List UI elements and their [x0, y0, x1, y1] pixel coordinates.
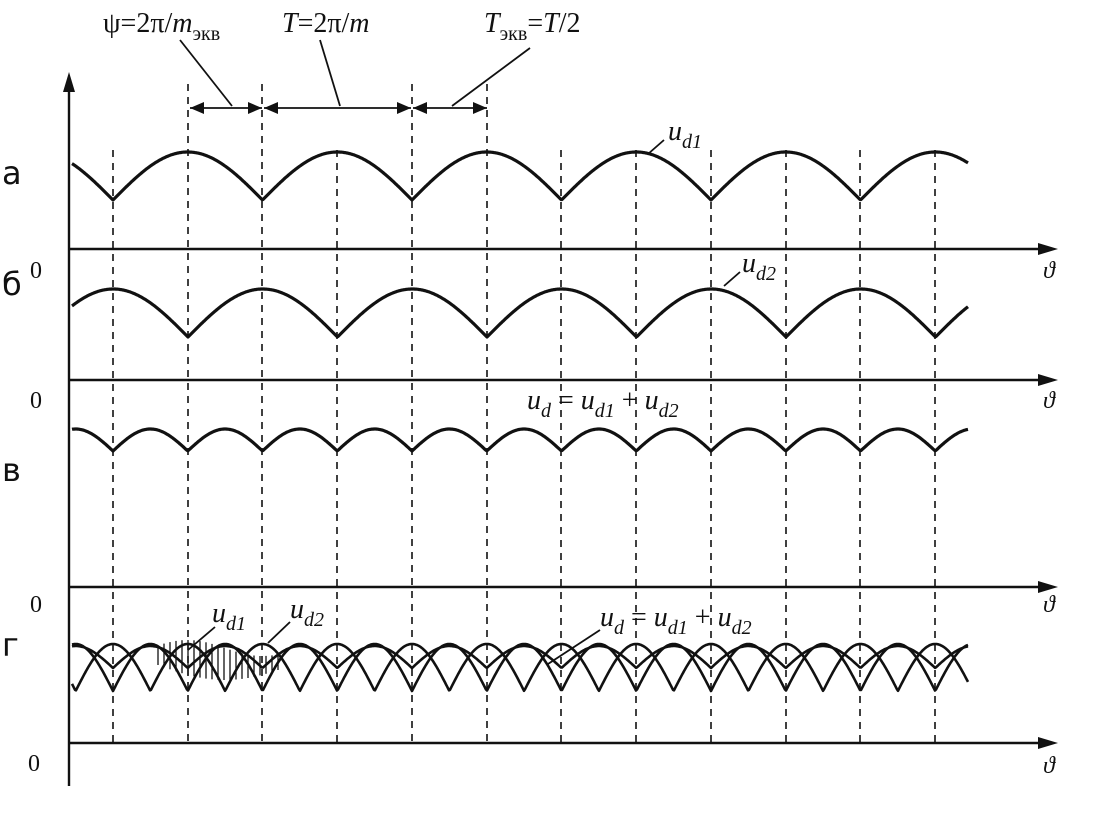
equiv-leader [451, 47, 531, 107]
g-ud-leader [547, 629, 601, 665]
ud2-waveform [71, 287, 969, 339]
theta-label-g: ϑ [1043, 753, 1056, 779]
ud1-waveform [71, 150, 969, 202]
ud2-overlay-waveform [70, 642, 970, 693]
g-ud1-label: ud1 [212, 598, 246, 635]
axis-v [69, 581, 1058, 593]
g-ud2-label: ud2 [290, 594, 324, 631]
ud1-label: ud1 [668, 116, 702, 153]
theta-label-v: ϑ [1043, 592, 1056, 618]
zero-label-v: 0 [30, 592, 42, 618]
period-leader [319, 39, 341, 107]
g-ud-sum-label: ud = ud1 + ud2 [600, 602, 752, 639]
psi-label: ψ=2π/mэкв [103, 8, 220, 45]
axis-g [69, 737, 1058, 749]
panel-letter-v: в [2, 451, 21, 489]
panel-letter-g: г [2, 626, 19, 664]
ud1-overlay-waveform [71, 642, 969, 693]
g-ud1-leader [187, 626, 216, 651]
panel-letter-a: а [2, 154, 22, 192]
g-ud2-leader [267, 621, 291, 644]
vertical-axis-arrowhead [63, 72, 75, 92]
ud2-label-leader [723, 271, 741, 287]
ud1-label-leader [647, 139, 665, 155]
axis-a [69, 243, 1058, 255]
ud-sum-waveform [71, 427, 969, 453]
theta-label-b: ϑ [1043, 388, 1056, 414]
axis-b [69, 374, 1058, 386]
equivalent-period-label: Tэкв=T/2 [484, 8, 580, 45]
panel-letter-b: б [2, 265, 22, 303]
zero-label-g: 0 [28, 751, 40, 777]
ud2-label: ud2 [742, 248, 776, 285]
theta-label-a: ϑ [1043, 258, 1056, 284]
zero-label-b: 0 [30, 388, 42, 414]
ud-overlay-waveform [71, 644, 969, 670]
psi-leader [179, 39, 233, 107]
zero-label-a: 0 [30, 258, 42, 284]
dimension-arrows [190, 102, 487, 114]
period-label: T=2π/m [282, 8, 370, 39]
ud-sum-label: ud = ud1 + ud2 [527, 385, 679, 422]
